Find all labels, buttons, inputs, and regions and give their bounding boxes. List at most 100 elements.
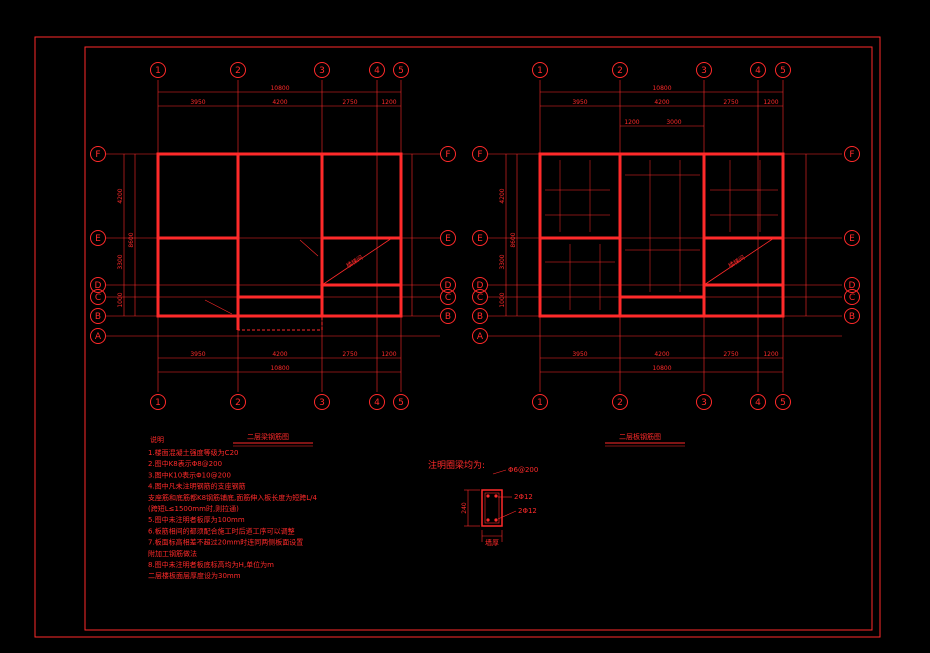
left-top-span-4: 1200 [381,99,396,106]
notes-line: 附加工钢筋做法 [148,549,197,558]
svg-text:E: E [477,234,483,244]
svg-text:B: B [849,312,855,322]
svg-text:2: 2 [235,398,241,408]
notes-line: 3.图中K10表示Φ10@200 [148,470,231,479]
left-bottom-total: 10800 [270,365,289,372]
notes-line: 2.图中K8表示Φ8@200 [148,459,222,468]
right-axis-left-A: A [472,328,488,344]
svg-text:4: 4 [755,66,761,76]
notes-line: 5.图中未注明者板厚为100mm [148,515,245,524]
svg-text:5: 5 [780,398,786,408]
right-sub-dim-2: 3000 [666,119,681,126]
right-bottom-span-2: 4200 [654,351,669,358]
left-plan: 10800 3950 4200 2750 1200 3950 4200 2750… [106,80,440,392]
svg-text:F: F [95,150,100,160]
svg-text:F: F [849,150,854,160]
svg-text:B: B [95,312,101,322]
ring-beam-title: 注明圈梁均为: [428,459,485,471]
ring-beam-width: 墙厚 [485,538,499,547]
svg-text:4: 4 [374,66,380,76]
right-axis-top-4: 4 [750,62,766,78]
svg-text:3: 3 [701,66,707,76]
right-axis-bottom-5: 5 [775,394,791,410]
left-bottom-span-4: 1200 [381,351,396,358]
svg-text:B: B [445,312,451,322]
right-axis-top-2: 2 [612,62,628,78]
right-top-span-2: 4200 [654,99,669,106]
right-top-span-1: 3950 [572,99,587,106]
left-beams [156,152,403,331]
right-axis-left-C: C [472,289,488,305]
right-axis-left-F: F [472,146,488,162]
left-stair-label: 楼梯间 [345,253,365,269]
svg-text:D: D [95,281,102,291]
svg-text:3: 3 [701,398,707,408]
svg-text:E: E [849,234,855,244]
left-axis-left-B: B [90,308,106,324]
left-side-dim-2: 3300 [117,254,124,269]
svg-text:1: 1 [155,398,161,408]
left-axis-top-3: 3 [314,62,330,78]
right-axis-left-E: E [472,230,488,246]
ring-beam-bottom-bars: 2Φ12 [518,507,537,515]
left-bottom-span-1: 3950 [190,351,205,358]
svg-text:A: A [477,332,484,342]
outer-frame [34,36,881,638]
notes-line: 7.板面标高相差不超过20mm时连同两侧板面设置 [148,538,303,547]
left-axis-bottom-1: 1 [150,394,166,410]
left-axis-bottom-4: 4 [369,394,385,410]
left-axis-top-5: 5 [393,62,409,78]
svg-text:4: 4 [755,398,761,408]
right-side-total: 8600 [510,232,517,247]
notes-line: 二层楼板面层厚度设为30mm [148,571,241,580]
ring-beam-stirrup: Φ6@200 [508,466,538,474]
svg-text:1: 1 [537,398,543,408]
left-grid [106,80,440,392]
left-bottom-span-2: 4200 [272,351,287,358]
right-top-total: 10800 [652,85,671,92]
right-axis-left-B: B [472,308,488,324]
left-top-total: 10800 [270,85,289,92]
left-axis-bottom-2: 2 [230,394,246,410]
svg-text:5: 5 [780,66,786,76]
ring-beam-top-bars: 2Φ12 [514,493,533,501]
right-axis-top-3: 3 [696,62,712,78]
svg-text:2: 2 [617,66,623,76]
right-stair-label: 楼梯间 [727,253,747,269]
svg-text:3: 3 [319,398,325,408]
notes-line: 支座筋和底筋都K8钢筋铺底,面筋伸入板长度为短跨L/4 [148,493,318,502]
right-bottom-span-3: 2750 [723,351,738,358]
left-axis-left-D: D [90,277,106,293]
svg-text:D: D [445,281,452,291]
left-axis-right-F: F [440,146,456,162]
notes-line: 1.楼面混凝土强度等级为C20 [148,448,238,457]
right-plan-title: 二层板钢筋图 [619,432,661,441]
svg-text:D: D [849,281,856,291]
svg-text:D: D [477,281,484,291]
svg-text:C: C [477,293,483,303]
notes-line: 8.图中未注明者板底标高均为H,单位为m [148,560,274,569]
right-top-span-3: 2750 [723,99,738,106]
left-axis-left-F: F [90,146,106,162]
right-axis-right-D: D [844,277,860,293]
ring-beam-height: 240 [461,502,468,514]
right-axis-left-D: D [472,277,488,293]
left-axis-bottom-5: 5 [393,394,409,410]
svg-text:F: F [445,150,450,160]
left-top-span-2: 4200 [272,99,287,106]
svg-text:5: 5 [398,398,404,408]
notes-line: 4.图中凡未注明钢筋的支座钢筋 [148,482,246,491]
svg-text:C: C [95,293,101,303]
left-axis-top-1: 1 [150,62,166,78]
left-top-span-3: 2750 [342,99,357,106]
right-axis-right-E: E [844,230,860,246]
right-axis-right-B: B [844,308,860,324]
left-side-dim-1: 4200 [117,188,124,203]
design-notes: 说明 1.楼面混凝土强度等级为C202.图中K8表示Φ8@2003.图中K10表… [148,435,318,580]
right-bottom-span-4: 1200 [763,351,778,358]
right-bottom-span-1: 3950 [572,351,587,358]
left-axis-top-2: 2 [230,62,246,78]
